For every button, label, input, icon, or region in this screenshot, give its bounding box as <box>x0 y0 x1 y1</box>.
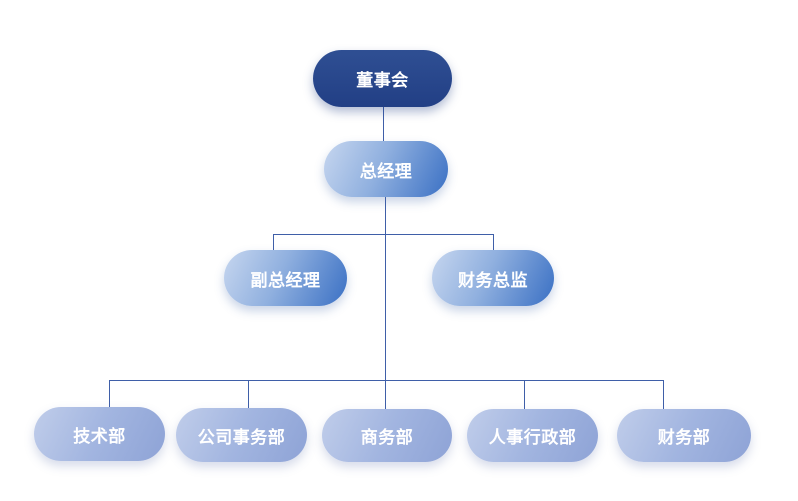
node-ceo-label: 总经理 <box>359 161 413 182</box>
node-dept-finance-label: 财务部 <box>657 428 711 448</box>
node-dept-tech-label: 技术部 <box>73 426 126 447</box>
node-cfo[interactable]: 财务总监 <box>432 250 554 306</box>
node-ceo[interactable]: 总经理 <box>324 141 448 197</box>
node-dept-corporate-affairs[interactable]: 公司事务部 <box>176 408 307 462</box>
node-dept-hr-admin-label: 人事行政部 <box>488 428 577 448</box>
node-dept-tech[interactable]: 技术部 <box>34 407 165 461</box>
node-dept-corporate-affairs-label: 公司事务部 <box>197 427 286 448</box>
node-dept-hr-admin[interactable]: 人事行政部 <box>467 409 598 462</box>
node-board-label: 董事会 <box>356 71 409 91</box>
node-dept-business-label: 商务部 <box>360 428 414 448</box>
node-board[interactable]: 董事会 <box>313 50 452 107</box>
node-deputy-gm[interactable]: 副总经理 <box>224 250 347 306</box>
node-cfo-label: 财务总监 <box>458 270 528 291</box>
node-deputy-gm-label: 副总经理 <box>250 270 321 291</box>
node-dept-finance[interactable]: 财务部 <box>617 409 751 462</box>
node-dept-business[interactable]: 商务部 <box>322 409 452 462</box>
